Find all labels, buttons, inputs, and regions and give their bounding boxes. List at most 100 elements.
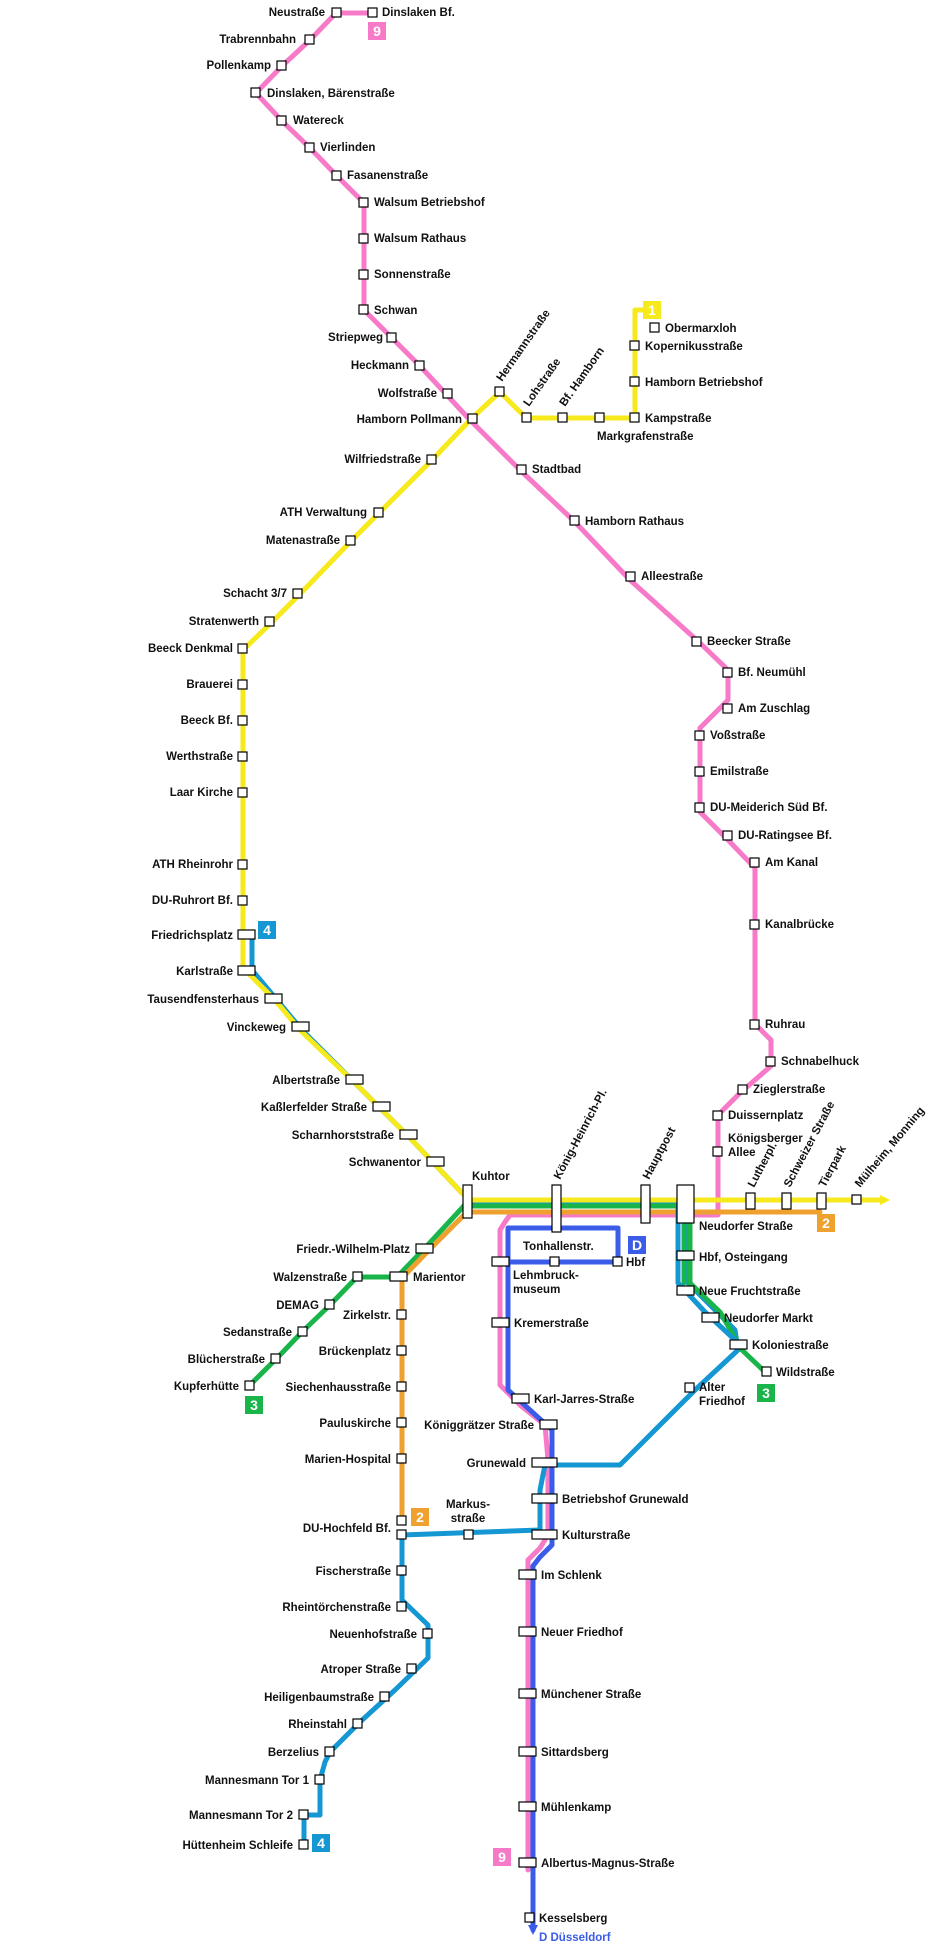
station-hbf-osteingang[interactable] [676, 1250, 695, 1261]
station-tierpark[interactable] [816, 1192, 827, 1210]
station-hbf[interactable] [612, 1256, 623, 1267]
station-schwanentor[interactable] [426, 1156, 445, 1167]
station-hamborn-betriebshof[interactable] [629, 376, 640, 387]
station-beeck-bf[interactable] [237, 715, 248, 726]
station-werthstrasse[interactable] [237, 751, 248, 762]
station-trabrennbahn[interactable] [304, 34, 315, 45]
badge-3-wildstrasse[interactable] [757, 1384, 775, 1402]
station-lohstrasse[interactable] [521, 412, 532, 423]
badge-9-north[interactable] [368, 22, 386, 40]
station-neudorfer-markt[interactable] [701, 1312, 720, 1323]
station-karlstrasse[interactable] [237, 965, 256, 976]
station-albertstrasse[interactable] [345, 1074, 364, 1085]
station-vierlinden[interactable] [304, 142, 315, 153]
station-im-schlenk[interactable] [518, 1569, 537, 1580]
station-neudorfer-strasse[interactable] [676, 1184, 695, 1224]
station-koenig-heinrich-pl[interactable] [551, 1184, 562, 1233]
station-watereck[interactable] [276, 115, 287, 126]
station-sedanstrasse[interactable] [297, 1326, 308, 1337]
station-kampstrasse[interactable] [629, 412, 640, 423]
station-koenigsberger-allee[interactable] [712, 1146, 723, 1157]
station-zirkelstr[interactable] [396, 1309, 407, 1320]
station-dinslaken-baerenstrasse[interactable] [250, 87, 261, 98]
station-rheintoerchenstrasse[interactable] [396, 1601, 407, 1612]
station-stadtbad[interactable] [516, 464, 527, 475]
station-scharnhorststrasse[interactable] [399, 1129, 418, 1140]
station-sittardsberg[interactable] [518, 1746, 537, 1757]
station-markusstrasse[interactable] [463, 1529, 474, 1540]
station-laar-kirche[interactable] [237, 787, 248, 798]
station-pollenkamp[interactable] [276, 60, 287, 71]
station-siechenhausstrasse[interactable] [396, 1381, 407, 1392]
station-neuenhofstrasse[interactable] [422, 1628, 433, 1639]
station-kuhtor[interactable] [462, 1184, 473, 1219]
station-hamborn-rathaus[interactable] [569, 515, 580, 526]
station-heiligenbaumstrasse[interactable] [379, 1691, 390, 1702]
station-huettenheim-schleife[interactable] [298, 1839, 309, 1850]
station-betriebshof-grunewald[interactable] [531, 1493, 558, 1504]
station-alleestrasse[interactable] [625, 571, 636, 582]
station-walsum-betriebshof[interactable] [358, 197, 369, 208]
station-hamborn-pollmann[interactable] [467, 413, 478, 424]
station-matenastrasse[interactable] [345, 535, 356, 546]
badge-9-south[interactable] [493, 1848, 511, 1866]
station-kopernikusstrasse[interactable] [629, 340, 640, 351]
badge-3-kupferhuette[interactable] [245, 1396, 263, 1414]
station-du-ruhrort-bf[interactable] [237, 895, 248, 906]
station-bf-neumuehl[interactable] [722, 667, 733, 678]
station-striepweg[interactable] [386, 332, 397, 343]
station-demag[interactable] [324, 1299, 335, 1310]
station-lutherpl[interactable] [745, 1192, 756, 1210]
station-beecker-strasse[interactable] [691, 636, 702, 647]
station-dinslaken-bf[interactable] [367, 7, 378, 18]
station-brauerei[interactable] [237, 679, 248, 690]
station-tonhallenstr[interactable] [549, 1256, 560, 1267]
station-schwan[interactable] [358, 304, 369, 315]
station-muenchener-strasse[interactable] [518, 1688, 537, 1699]
station-albertus-magnus[interactable] [518, 1857, 537, 1868]
station-ath-verwaltung[interactable] [373, 507, 384, 518]
station-am-kanal[interactable] [749, 857, 760, 868]
station-marien-hospital[interactable] [396, 1453, 407, 1464]
station-kasslerfelder-strasse[interactable] [372, 1101, 391, 1112]
station-schnabelhuck[interactable] [765, 1056, 776, 1067]
station-grunewald[interactable] [531, 1457, 558, 1468]
station-du-hochfeld-bf-2[interactable] [396, 1515, 407, 1526]
badge-d-hbf[interactable] [628, 1236, 646, 1254]
badge-2-east[interactable] [817, 1214, 835, 1232]
station-kulturstrasse[interactable] [531, 1529, 558, 1540]
station-emilstrasse[interactable] [694, 766, 705, 777]
station-friedrichsplatz[interactable] [237, 929, 256, 940]
station-wildstrasse[interactable] [761, 1366, 772, 1377]
station-koeniggraetzer-strasse[interactable] [539, 1419, 558, 1430]
badge-4-huettenheim[interactable] [312, 1834, 330, 1852]
station-bluecherstrasse[interactable] [270, 1353, 281, 1364]
station-marientor[interactable] [389, 1271, 408, 1282]
station-pauluskirche[interactable] [396, 1417, 407, 1428]
station-wolfstrasse[interactable] [442, 388, 453, 399]
station-wilfriedstrasse[interactable] [426, 454, 437, 465]
station-friedr-wilhelm-platz[interactable] [415, 1243, 434, 1254]
station-alter-friedhof[interactable] [684, 1382, 695, 1393]
station-kesselsberg[interactable] [524, 1912, 535, 1923]
badge-1-north[interactable] [643, 301, 661, 319]
station-ath-rheinrohr[interactable] [237, 859, 248, 870]
station-schacht-37[interactable] [292, 588, 303, 599]
station-walsum-rathaus[interactable] [358, 233, 369, 244]
station-koloniestrasse[interactable] [729, 1339, 748, 1350]
station-obermarxloh[interactable] [649, 322, 660, 333]
station-bf-hamborn[interactable] [557, 412, 568, 423]
station-brueckenplatz[interactable] [396, 1345, 407, 1356]
station-vinckeweg[interactable] [291, 1021, 310, 1032]
station-markgrafenstrasse[interactable] [594, 412, 605, 423]
station-kupferhuette[interactable] [244, 1380, 255, 1391]
station-hauptpost[interactable] [640, 1184, 651, 1224]
station-hermannstrasse[interactable] [494, 386, 505, 397]
station-zieglerstrasse[interactable] [737, 1084, 748, 1095]
station-mannesmann-tor-2[interactable] [298, 1809, 309, 1820]
station-mannesmann-tor-1[interactable] [314, 1774, 325, 1785]
badge-4-friedrichsplatz[interactable] [258, 921, 276, 939]
station-muehlenkamp[interactable] [518, 1801, 537, 1812]
station-muelheim-monning[interactable] [851, 1194, 862, 1205]
station-du-meiderich-sued[interactable] [694, 802, 705, 813]
